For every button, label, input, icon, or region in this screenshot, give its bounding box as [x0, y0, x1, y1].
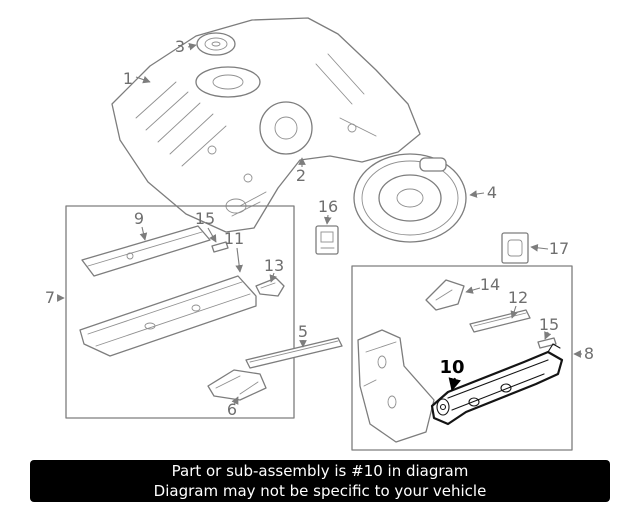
left-box-frame — [65, 205, 295, 419]
callout-11: 11 — [224, 229, 244, 248]
floor-pan-recess — [195, 66, 261, 98]
callout-17: 17 — [549, 239, 569, 258]
strip-12 — [469, 309, 531, 333]
bracket-17 — [501, 232, 529, 264]
drain-cap — [196, 32, 236, 56]
callout-15-left: 15 — [195, 209, 215, 228]
callouts: 1 2 3 4 16 17 9 15 11 13 7 14 12 — [45, 37, 594, 419]
callout-10-arrow — [448, 377, 462, 392]
callout-2: 2 — [296, 166, 306, 185]
callout-7: 7 — [45, 288, 55, 307]
callout-9-arrow — [139, 226, 148, 241]
callout-12-arrow — [510, 305, 518, 319]
tire-well-handle — [419, 157, 447, 172]
callout-3-arrow — [187, 42, 197, 51]
bracket-13 — [255, 277, 285, 297]
callout-13: 13 — [264, 256, 284, 275]
callout-14: 14 — [480, 275, 500, 294]
note-line1: Part or sub-assembly is #10 in diagram — [171, 462, 469, 480]
bracket-16 — [315, 225, 339, 255]
callout-16-arrow — [323, 214, 332, 225]
bracket-14 — [425, 279, 465, 311]
callout-15-left-arrow — [207, 227, 217, 243]
rail-11 — [79, 275, 257, 357]
right-rail-assembly-box — [351, 265, 573, 451]
callout-17-arrow — [530, 243, 549, 252]
callout-4-arrow — [469, 190, 485, 198]
callout-8: 8 — [584, 344, 594, 363]
callout-1: 1 — [123, 69, 133, 88]
note-line2: Diagram may not be specific to your vehi… — [153, 482, 487, 500]
left-rail-assembly-box — [65, 205, 343, 419]
note-banner: Part or sub-assembly is #10 in diagram D… — [30, 460, 610, 502]
spare-tire-well — [353, 153, 467, 243]
callout-1-arrow — [135, 76, 151, 84]
clip-15-left — [211, 241, 229, 253]
highlighted-part-10 — [430, 343, 564, 426]
callout-4: 4 — [487, 183, 497, 202]
rail-9 — [81, 225, 211, 277]
callout-13-arrow — [269, 272, 277, 283]
floor-pan-center-hole — [259, 101, 313, 155]
callout-14-arrow — [465, 286, 481, 294]
floor-pan-assembly — [111, 17, 421, 233]
callout-11-arrow — [235, 247, 243, 273]
callout-10: 10 — [439, 357, 464, 378]
bracket-6 — [207, 369, 267, 401]
callout-9: 9 — [134, 209, 144, 228]
callout-6-arrow — [231, 396, 239, 406]
floor-pan-ribs — [135, 53, 377, 217]
rail-front-section — [357, 329, 435, 443]
callout-12: 12 — [508, 288, 528, 307]
callout-15-right: 15 — [539, 315, 559, 334]
callout-5: 5 — [298, 322, 308, 341]
callout-15-right-arrow — [544, 331, 552, 340]
callout-16: 16 — [318, 197, 338, 216]
floor-pan-outline — [111, 17, 421, 233]
callout-3: 3 — [175, 37, 185, 56]
right-box-frame — [351, 265, 573, 451]
sill-strip-5 — [245, 337, 343, 369]
clip-15-right — [537, 337, 557, 349]
callout-6: 6 — [227, 400, 237, 419]
